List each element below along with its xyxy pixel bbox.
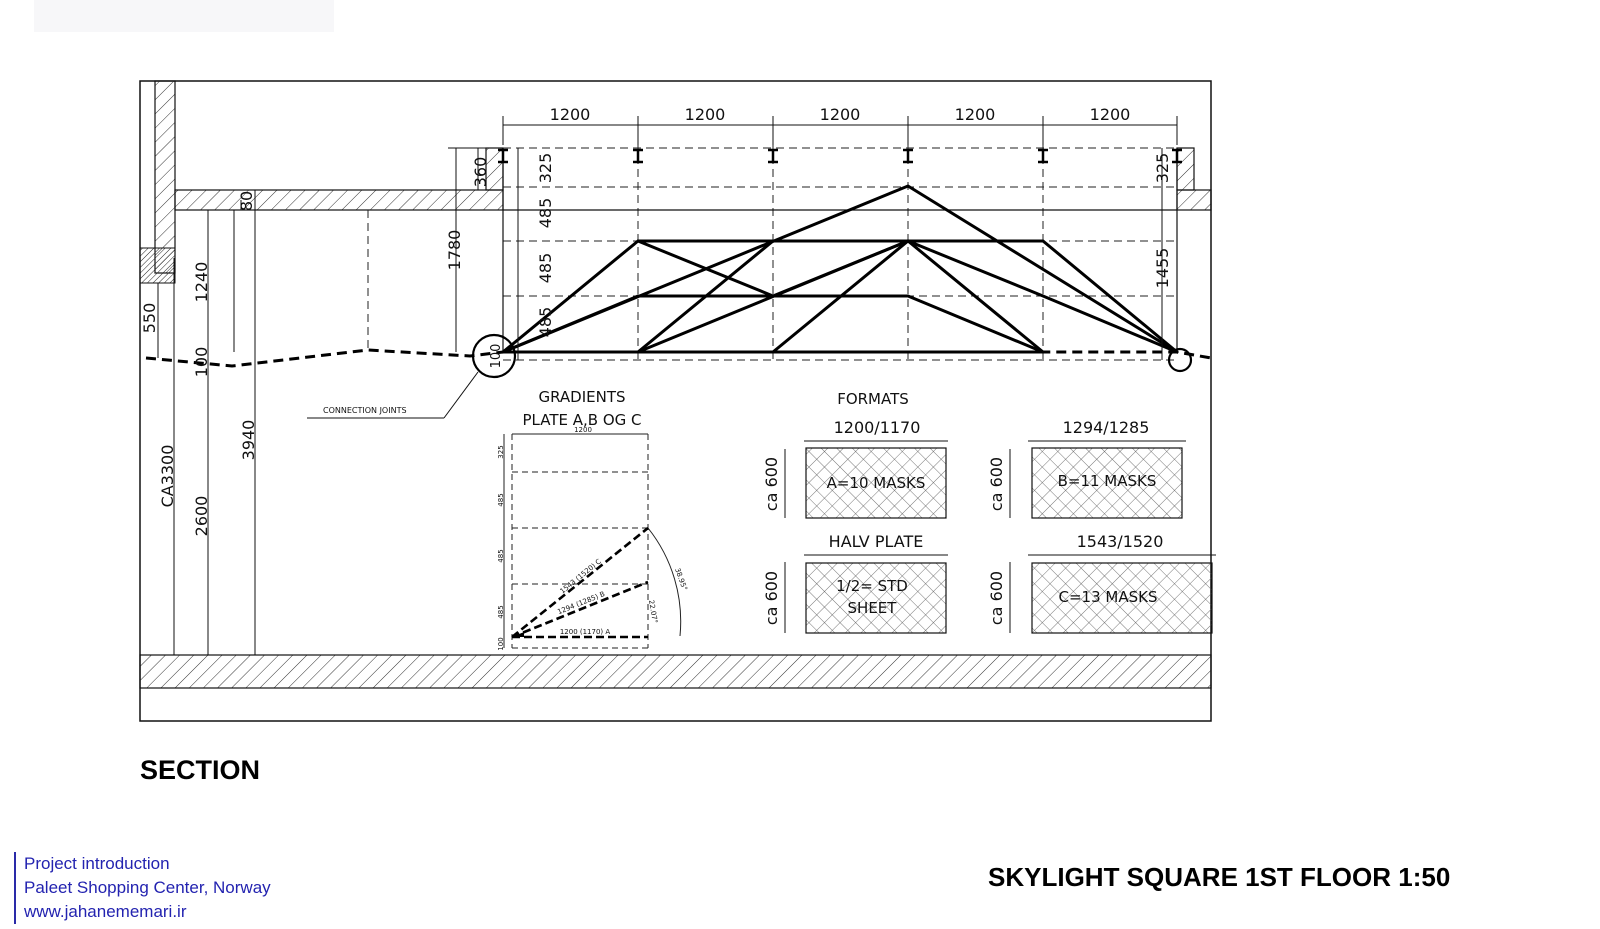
format-b: 1294/1285 ca 600 B=11 MASKS: [987, 418, 1186, 519]
format-c-height: ca 600: [987, 571, 1006, 625]
format-a-size: 1200/1170: [834, 418, 921, 437]
skylight-outline: [502, 148, 1178, 352]
mini-h-485-c: 485: [497, 605, 505, 618]
format-b-size: 1294/1285: [1063, 418, 1150, 437]
vdim-3940: 3940: [239, 420, 258, 461]
vdim-1780: 1780: [445, 230, 464, 271]
vdim-360: 360: [471, 157, 490, 188]
sheet-title: SKYLIGHT SQUARE 1ST FLOOR 1:50: [988, 862, 1451, 892]
upper-slab-right: [1176, 189, 1212, 211]
top-dim-4: 1200: [955, 105, 996, 124]
footer-credits: Project introduction Paleet Shopping Cen…: [14, 852, 271, 924]
top-bar: [34, 0, 334, 32]
vdim-ca3300: CA3300: [158, 445, 177, 508]
gradients-label: GRADIENTS: [538, 388, 625, 406]
vdim-325: 325: [536, 153, 555, 184]
mini-h-485-b: 485: [497, 549, 505, 562]
vdim-100: 100: [489, 344, 504, 369]
vdim-right-325: 325: [1153, 153, 1172, 184]
format-b-plate: [1031, 447, 1183, 519]
mini-h-325: 325: [497, 445, 505, 458]
vdim-80: 80: [237, 191, 256, 211]
format-b-label: B=11 MASKS: [1058, 472, 1157, 490]
vdim-485-c: 485: [536, 307, 555, 338]
format-c-plate: [1031, 562, 1213, 634]
connection-joints-label: CONNECTION JOINTS: [323, 406, 407, 415]
formats-label: FORMATS: [837, 390, 909, 408]
joint-circle-left: [471, 333, 517, 379]
wall-plate: [139, 247, 176, 284]
left-wall: [154, 80, 176, 274]
gradients-diagram: [503, 433, 682, 649]
joint-circle-right: [1167, 347, 1193, 373]
format-half-height: ca 600: [762, 571, 781, 625]
format-half-label-2: SHEET: [848, 599, 898, 617]
skylight-grid: [367, 130, 1177, 361]
format-c-label: C=13 MASKS: [1059, 588, 1158, 606]
format-half: HALV PLATE ca 600 1/2= STD SHEET: [762, 532, 948, 634]
vdim-550: 550: [140, 303, 159, 334]
mini-h-100: 100: [497, 637, 505, 650]
vdim-485-b: 485: [536, 253, 555, 284]
line-a-label: 1200 (1170) A: [560, 628, 611, 636]
vdim-2600: 2600: [192, 496, 211, 537]
ground-slab: [139, 654, 1212, 689]
line-c-label: 1543 (1520) C: [559, 557, 603, 595]
mini-width: 1200: [574, 426, 592, 434]
format-a: 1200/1170 ca 600 A=10 MASKS: [762, 418, 948, 519]
format-half-plate: [805, 562, 947, 634]
vdim-485-a: 485: [536, 198, 555, 229]
floor-level-line: [145, 348, 1212, 368]
vdim-1240: 1240: [192, 262, 211, 303]
angle-2-label: 22.07°: [647, 599, 659, 624]
top-dim-3: 1200: [820, 105, 861, 124]
format-half-size: HALV PLATE: [829, 532, 924, 551]
format-b-height: ca 600: [987, 457, 1006, 511]
format-a-label: A=10 MASKS: [827, 474, 926, 492]
format-c-size: 1543/1520: [1077, 532, 1164, 551]
footer-line-2: Paleet Shopping Center, Norway: [24, 878, 271, 897]
gradient-origin: [512, 632, 524, 637]
vertical-dimension-lines: [157, 147, 1163, 655]
top-dimension-line: [502, 116, 1178, 145]
top-dim-5: 1200: [1090, 105, 1131, 124]
top-dim-1: 1200: [550, 105, 591, 124]
format-c: 1543/1520 ca 600 C=13 MASKS: [987, 532, 1216, 634]
truss-lines: [501, 184, 1179, 354]
section-title: SECTION: [140, 755, 261, 785]
drawing-frame: [139, 80, 1212, 722]
angle-1-label: 38.95°: [673, 567, 689, 592]
footer-line-1: Project introduction: [24, 854, 170, 873]
format-a-height: ca 600: [762, 457, 781, 511]
vdim-right-1455: 1455: [1153, 248, 1172, 289]
purlins: [498, 148, 1182, 164]
mini-h-485-a: 485: [497, 493, 505, 506]
leader-line: [443, 371, 479, 419]
format-a-plate: [805, 447, 947, 519]
slab-upturn-right: [1176, 147, 1195, 191]
format-half-label-1: 1/2= STD: [836, 577, 908, 595]
vdim-100-left: 100: [192, 347, 211, 378]
upper-slab: [174, 189, 504, 211]
top-dim-2: 1200: [685, 105, 726, 124]
gradient-lines: [511, 526, 649, 639]
plate-label: PLATE A,B OG C: [522, 411, 641, 429]
footer-line-3[interactable]: www.jahanememari.ir: [24, 902, 187, 921]
